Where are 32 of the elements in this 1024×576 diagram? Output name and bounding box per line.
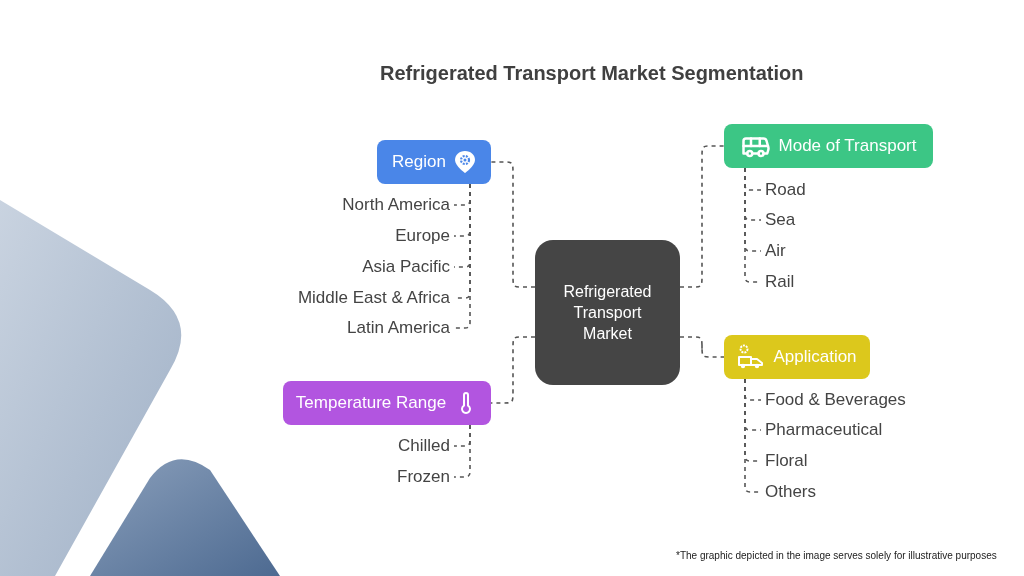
- dashed-connector: [490, 161, 536, 288]
- category-label: Application: [773, 346, 857, 369]
- segment-label: Pharmaceutical: [765, 418, 925, 442]
- dashed-connector: [453, 183, 471, 329]
- category-label: Temperature Range: [295, 392, 447, 415]
- segment-label: Air: [765, 239, 925, 263]
- center-box: Refrigerated Transport Market: [535, 240, 680, 385]
- dashed-connector: [679, 336, 725, 358]
- segment-label: Food & Beverages: [765, 388, 925, 412]
- segment-label: Chilled: [280, 434, 450, 458]
- segment-label: Road: [765, 178, 925, 202]
- segment-label: Europe: [280, 224, 450, 248]
- category-label: Mode of Transport: [778, 135, 917, 158]
- segment-label: Frozen: [280, 465, 450, 489]
- segment-label: Sea: [765, 208, 925, 232]
- dashed-connector: [490, 336, 536, 404]
- segment-label: Asia Pacific: [280, 255, 450, 279]
- category-box: [724, 335, 870, 379]
- category-box: [377, 140, 491, 184]
- diagram-title: Refrigerated Transport Market Segmentation: [380, 61, 805, 86]
- segment-label: Rail: [765, 270, 925, 294]
- segment-label: Latin America: [280, 316, 450, 340]
- dashed-connector: [679, 145, 725, 288]
- category-label: Region: [392, 151, 446, 174]
- segment-label: Floral: [765, 449, 925, 473]
- segment-label: Middle East & Africa: [280, 286, 450, 310]
- dashed-connector: [453, 424, 471, 478]
- category-box: [724, 124, 933, 168]
- category-box: [283, 381, 491, 425]
- segment-label: North America: [280, 193, 450, 217]
- segment-label: Others: [765, 480, 925, 504]
- footnote: *The graphic depicted in the image serves solely for illustrative purposes: [676, 549, 998, 563]
